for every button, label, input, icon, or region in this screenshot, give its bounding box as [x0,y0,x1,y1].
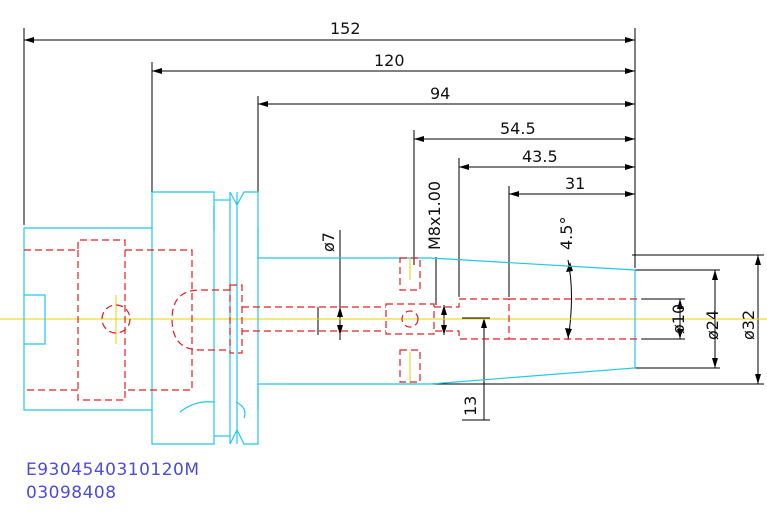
dim-dia-7: ø7 [319,232,338,252]
part-code: E9304540310120M [26,460,200,480]
dim-13: 13 [461,396,480,416]
dim-152: 152 [330,19,361,38]
dimension-lines [23,28,764,421]
centerlines [0,258,767,384]
dim-43-5: 43.5 [522,147,558,166]
dim-taper-angle: 4.5° [557,217,576,250]
dim-dia-32: ø32 [739,310,758,340]
dim-54-5: 54.5 [500,119,536,138]
dim-94: 94 [430,84,450,103]
part-number: 03098408 [26,483,117,503]
dim-dia-24: ø24 [703,310,722,340]
dim-120: 120 [374,51,405,70]
dim-31: 31 [565,174,585,193]
dim-thread: M8x1.00 [425,181,444,250]
dimension-arrows [24,37,761,384]
hidden-lines [24,239,642,401]
dim-dia-10: ø10 [669,304,688,334]
